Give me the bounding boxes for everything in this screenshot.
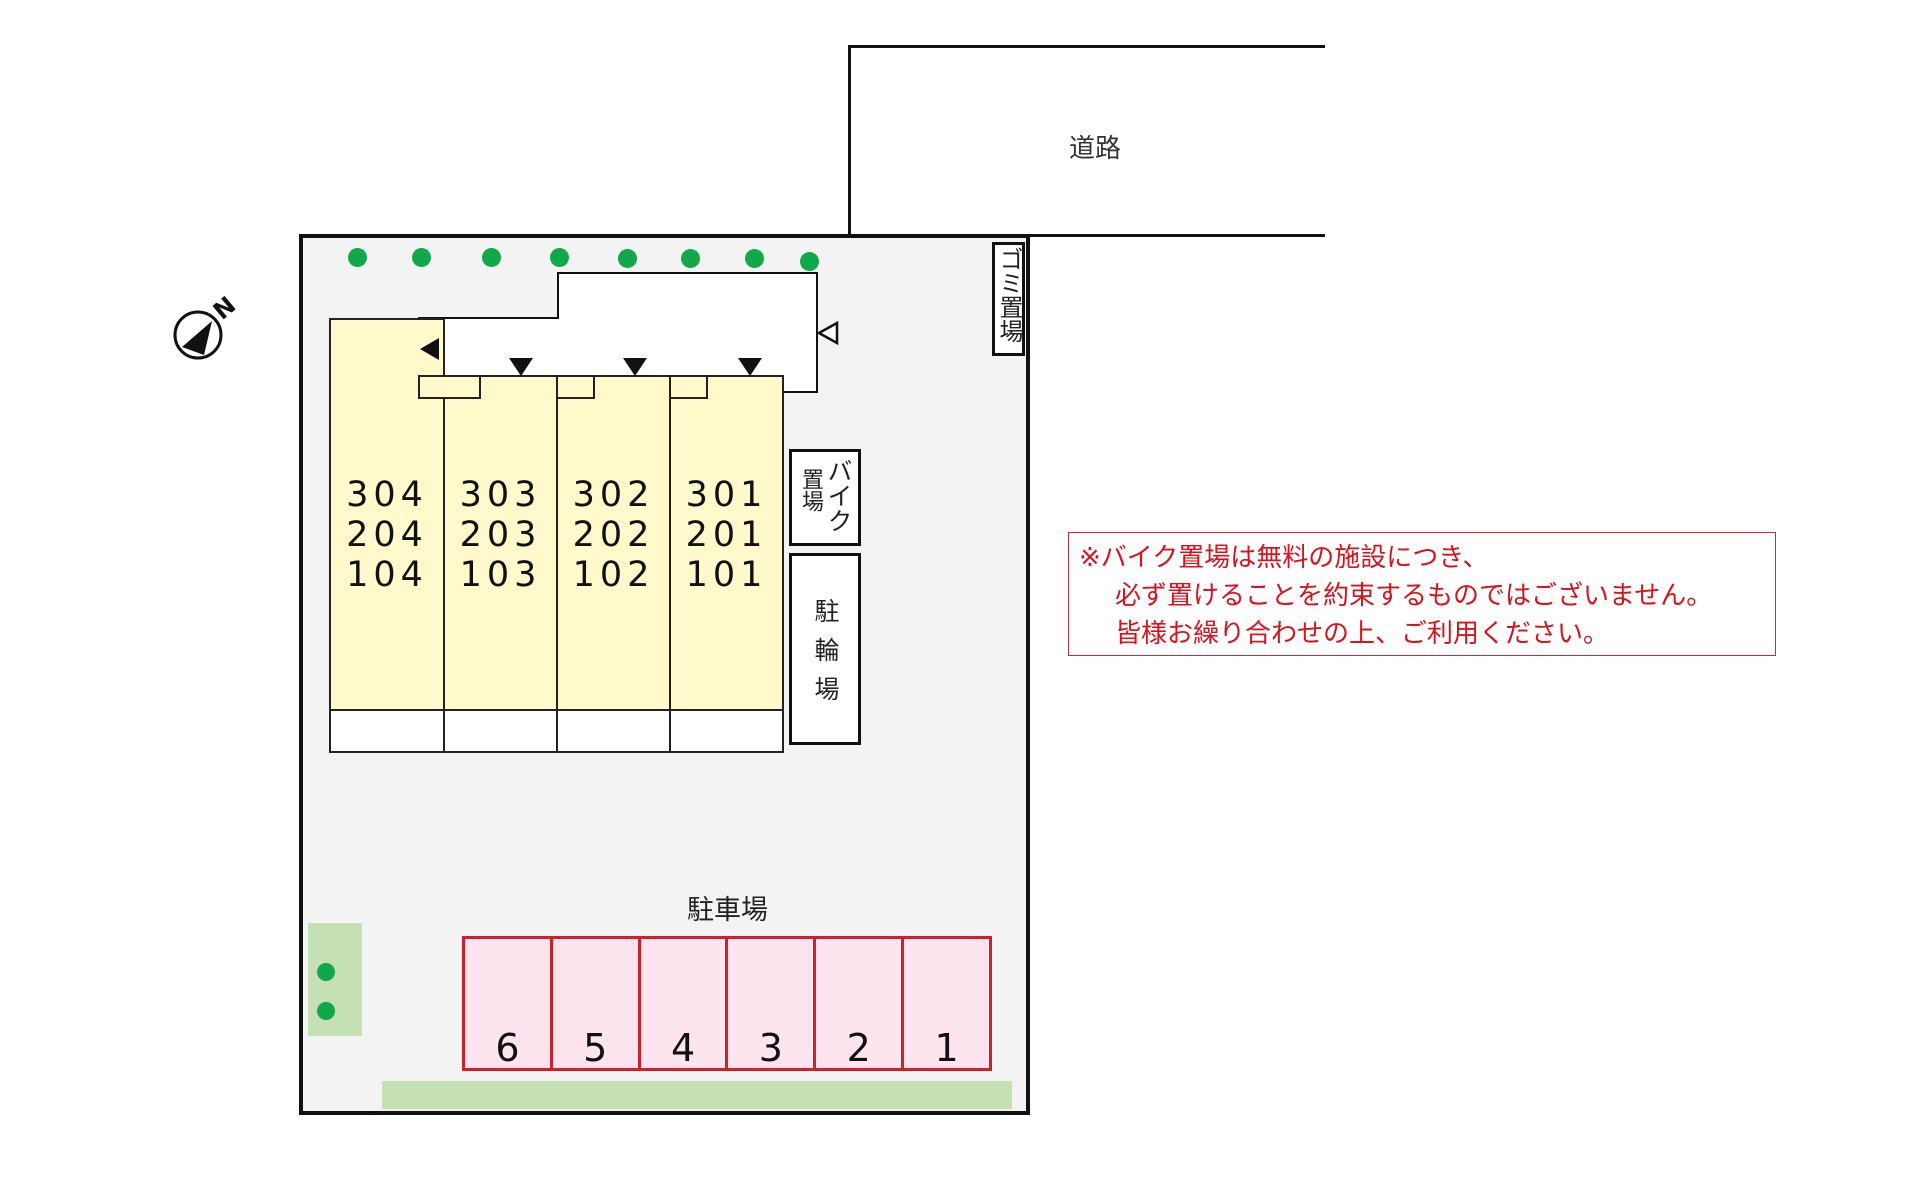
north-compass-icon: N bbox=[170, 291, 241, 365]
parking-stall-4[interactable]: 4 bbox=[637, 936, 729, 1071]
unit-column-302[interactable]: 302 202 102 bbox=[556, 375, 671, 711]
unit-numbers: 301 201 101 bbox=[685, 475, 768, 595]
unit-numbers: 304 204 104 bbox=[346, 475, 428, 595]
corridor-edge bbox=[420, 317, 559, 319]
unit-column-301[interactable]: 301 201 101 bbox=[669, 375, 784, 711]
bicycle-parking[interactable]: 駐輪場 bbox=[789, 553, 861, 745]
parking-lot: 6 5 4 3 2 1 bbox=[462, 936, 992, 1071]
notice-line: 必ず置けることを約束するものではございません。 bbox=[1115, 581, 1713, 611]
balcony bbox=[669, 709, 784, 753]
unit-numbers: 303 203 103 bbox=[459, 475, 542, 595]
corridor bbox=[557, 272, 818, 319]
tree-icon bbox=[800, 252, 819, 271]
tree-icon bbox=[317, 1002, 335, 1020]
tree-icon bbox=[482, 248, 501, 267]
tree-icon bbox=[618, 249, 637, 268]
unit-column-303[interactable]: 303 203 103 bbox=[443, 375, 558, 711]
tree-icon bbox=[681, 249, 700, 268]
entrance-box bbox=[556, 375, 595, 399]
entrance-box bbox=[418, 375, 481, 399]
motorbike-parking-label: バイク bbox=[824, 458, 853, 533]
road-bottom-edge bbox=[848, 234, 1325, 237]
road-top-edge bbox=[849, 45, 1325, 48]
tree-icon bbox=[745, 249, 764, 268]
unit-numbers: 302 202 102 bbox=[572, 475, 655, 595]
bicycle-parking-label: 駐輪場 bbox=[811, 598, 840, 715]
tree-icon bbox=[348, 248, 367, 267]
building-entrance-arrow-icon bbox=[816, 320, 839, 346]
parking-stall-5[interactable]: 5 bbox=[549, 936, 641, 1071]
parking-stall-6[interactable]: 6 bbox=[462, 936, 553, 1071]
balcony bbox=[329, 709, 445, 753]
entrance-arrow-icon bbox=[509, 358, 533, 376]
parking-stall-3[interactable]: 3 bbox=[725, 936, 817, 1071]
motorbike-parking[interactable]: バイク 置場 bbox=[789, 449, 861, 546]
entrance-box bbox=[669, 375, 708, 399]
planting-strip bbox=[382, 1081, 1012, 1109]
planting-area bbox=[308, 923, 362, 1036]
balcony bbox=[556, 709, 671, 753]
entrance-arrow-icon bbox=[420, 338, 439, 360]
motorbike-parking-label: 置場 bbox=[798, 468, 823, 512]
entrance-arrow-icon bbox=[623, 358, 647, 376]
parking-lot-label: 駐車場 bbox=[687, 895, 768, 926]
notice-line: 皆様お繰り合わせの上、ご利用ください。 bbox=[1115, 619, 1610, 649]
notice-box: ※バイク置場は無料の施設につき、 必ず置けることを約束するものではございません。… bbox=[1068, 532, 1776, 656]
parking-stall-1[interactable]: 1 bbox=[901, 936, 992, 1071]
tree-icon bbox=[412, 248, 431, 267]
balcony bbox=[443, 709, 558, 753]
road-label: 道路 bbox=[1068, 134, 1121, 164]
entrance-arrow-icon bbox=[738, 358, 762, 376]
tree-icon bbox=[550, 248, 569, 267]
road-left-edge bbox=[848, 45, 851, 237]
parking-stall-2[interactable]: 2 bbox=[813, 936, 905, 1071]
tree-icon bbox=[317, 963, 335, 981]
trash-area[interactable]: ゴミ置場 bbox=[992, 242, 1025, 356]
trash-area-label: ゴミ置場 bbox=[995, 247, 1023, 343]
notice-line: ※バイク置場は無料の施設につき、 bbox=[1079, 543, 1489, 573]
